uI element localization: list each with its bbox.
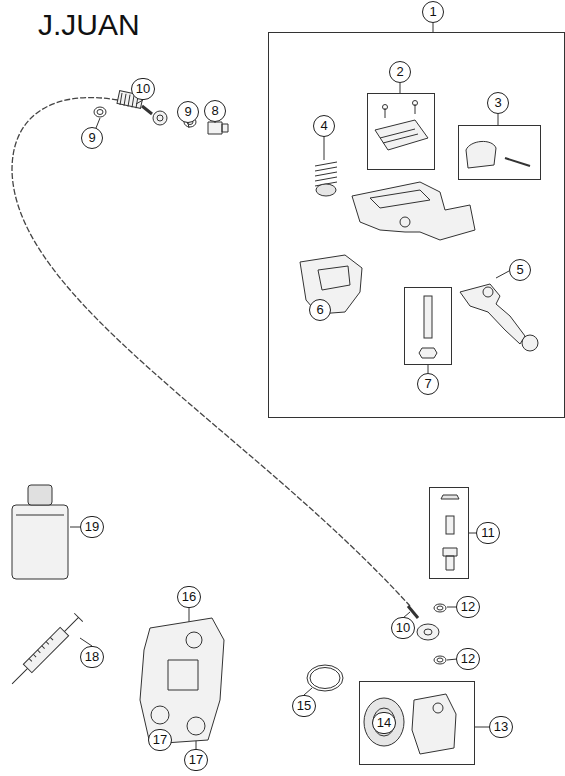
callout-number: 4 <box>313 115 335 137</box>
callout-number: 11 <box>476 522 500 544</box>
callout-number: 2 <box>389 61 411 83</box>
callout-number: 8 <box>204 100 226 122</box>
hose-rib <box>128 95 130 107</box>
callout-number: 18 <box>80 646 104 668</box>
callout-number: 6 <box>309 299 331 321</box>
group-box: 3 <box>458 125 541 180</box>
callout-number: 7 <box>417 373 439 395</box>
callout-number: 13 <box>489 716 513 738</box>
callout-number: 1 <box>422 1 444 23</box>
group-box: 11 <box>429 487 469 579</box>
callout-number: 17 <box>184 749 208 771</box>
callout-number: 10 <box>391 617 415 639</box>
group-box: 1237 <box>268 32 565 418</box>
hose-rib <box>124 94 126 106</box>
callout-number: 19 <box>80 516 104 538</box>
callout-number: 14 <box>372 712 396 734</box>
callout-number: 9 <box>81 127 103 149</box>
callout-number: 16 <box>177 586 201 608</box>
callout-number: 10 <box>131 78 155 100</box>
hose-rib <box>120 93 122 105</box>
group-box: 2 <box>367 93 435 170</box>
callout-number: 17 <box>148 729 172 751</box>
callout-number: 9 <box>177 101 199 123</box>
callout-number: 5 <box>509 259 531 281</box>
callout-number: 3 <box>487 92 509 114</box>
title-text: J.JUAN <box>38 8 140 42</box>
callout-number: 15 <box>292 695 316 717</box>
callout-number: 12 <box>456 596 480 618</box>
group-box: 7 <box>404 287 452 365</box>
callout-number: 12 <box>456 648 480 670</box>
